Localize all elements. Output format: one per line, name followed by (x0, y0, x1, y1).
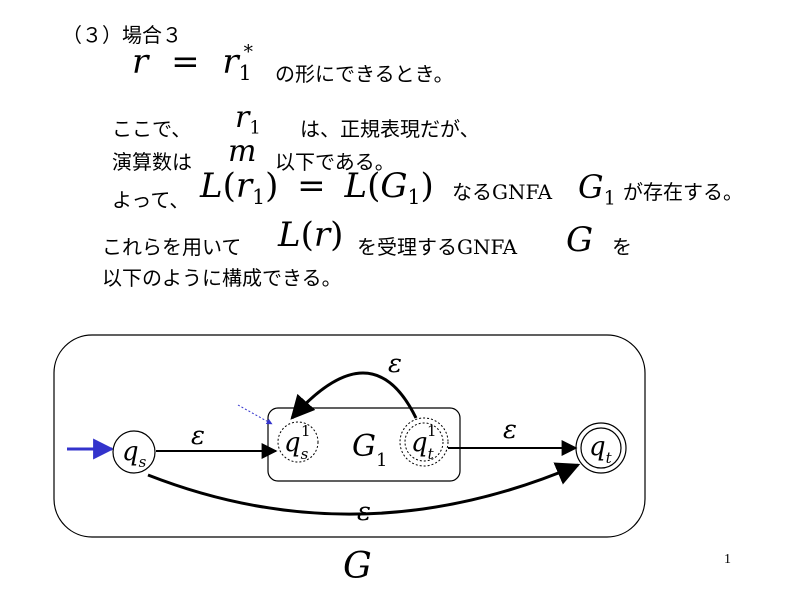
epsilon-label-2: ε (388, 349, 402, 379)
math-L: L (278, 215, 301, 255)
gnfa-label: GNFA (492, 180, 553, 204)
math-G-inline: G (566, 220, 594, 260)
edge-qs-to-qt (147, 462, 581, 516)
line5-middle: を受理するGNFA (357, 231, 517, 260)
state-q1s (277, 421, 319, 463)
line4-suffix: が存在する。 (623, 180, 743, 204)
math-sub-1: 1 (238, 61, 252, 86)
formula-suffix: の形にできるとき。 (275, 62, 454, 86)
state-q1t-superscript: 1 (427, 422, 437, 440)
epsilon-label-1: ε (191, 421, 205, 451)
math-sub-1: 1 (407, 185, 421, 210)
dotted-start-arrow (237, 404, 273, 425)
line3-prefix: 演算数は (112, 150, 192, 174)
state-q1s-superscript: 1 (301, 422, 311, 440)
epsilon-label-4: ε (357, 497, 371, 527)
state-qs-label: qs (122, 437, 147, 471)
math-r1-inline: r1 (235, 100, 261, 138)
page-number: 1 (724, 552, 731, 567)
line5-suffix: を (612, 235, 632, 259)
formula-r-equals-r1-star: r = r1* (132, 42, 253, 85)
gnfa-label: GNFA (457, 235, 518, 259)
state-q1t-label: qt (411, 428, 435, 463)
state-q1t (404, 422, 444, 462)
math-G: G (578, 168, 604, 206)
math-L: L (200, 166, 223, 206)
line2-prefix: ここで、 (112, 117, 192, 141)
math-sub-1: 1 (603, 186, 616, 210)
formula-L-r: L(r) (278, 215, 343, 255)
math-r1: r (222, 42, 239, 82)
math-r: r (235, 166, 253, 206)
state-qt (580, 427, 622, 469)
state-qt-label: qt (589, 432, 613, 467)
line4-middle: なるGNFA (452, 176, 552, 205)
math-r: r (132, 42, 149, 82)
paren-close: ) (265, 166, 279, 206)
math-G1-inline: G1 (578, 168, 616, 210)
paren-close: ) (330, 215, 344, 255)
line3-suffix: 以下である。 (275, 150, 395, 174)
line5-accept: を受理する (357, 235, 457, 259)
line2-suffix: は、正規表現だが、 (300, 117, 480, 141)
math-equals: = (171, 42, 200, 82)
inner-gnfa-label: G1 (352, 429, 387, 471)
paren-open: ( (300, 215, 314, 255)
math-kleene-star: * (243, 42, 253, 64)
line4-prefix: よって、 (112, 188, 190, 212)
edge-q1t-to-q1s (290, 371, 418, 420)
state-q1s-label: qs (284, 428, 309, 463)
math-r: r (235, 100, 250, 135)
state-q1t-outer (399, 417, 449, 467)
math-equals: = (297, 166, 326, 206)
section-heading: （３）場合３ (62, 23, 182, 47)
math-L: L (344, 166, 368, 206)
math-m: m (228, 134, 257, 169)
math-sub-1: 1 (249, 117, 261, 139)
paren-open: ( (222, 166, 236, 206)
outer-gnfa-frame (53, 334, 646, 538)
line6-text: 以下のように構成できる。 (102, 266, 342, 290)
outer-gnfa-label: G (343, 546, 372, 587)
math-G: G (380, 166, 408, 206)
math-r: r (313, 215, 331, 255)
line5-prefix: これらを用いて (102, 235, 242, 259)
state-qt-outer (575, 422, 627, 474)
epsilon-label-3: ε (503, 415, 517, 445)
paren-close: ) (420, 166, 434, 206)
line4-naru: なる (452, 180, 492, 204)
math-sub-1: 1 (252, 185, 266, 210)
paren-open: ( (367, 166, 381, 206)
state-qs (112, 430, 156, 474)
formula-L-r1-equals-L-G1: L(r1) = L(G1) (200, 166, 434, 209)
